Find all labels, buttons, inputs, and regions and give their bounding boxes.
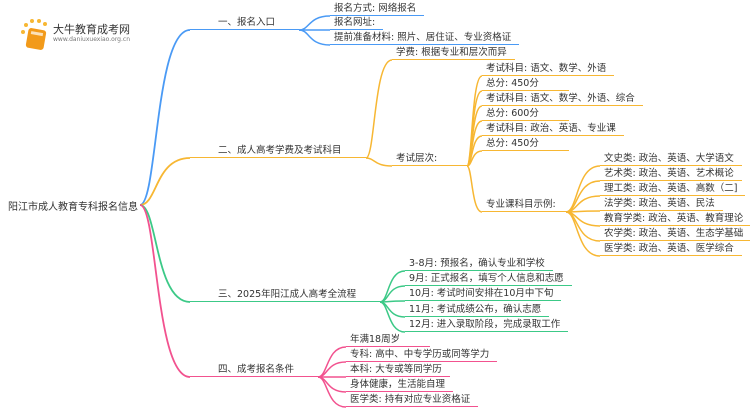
link-line bbox=[379, 285, 406, 303]
book-logo-icon bbox=[21, 19, 47, 50]
list-item[interactable]: 专科: 高中、中专学历或同等学力 bbox=[346, 348, 498, 362]
logo: 大牛教育成考网 www.daniuxuexiao.org.cn bbox=[18, 18, 130, 56]
list-item[interactable]: 提前准备材料: 照片、居住证、专业资格证 bbox=[330, 31, 520, 45]
list-item[interactable]: 艺术类: 政治、英语、艺术概论 bbox=[600, 167, 742, 181]
branch-registration-entry[interactable]: 一、报名入口 bbox=[190, 16, 300, 30]
link-line bbox=[317, 376, 347, 408]
list-item[interactable]: 身体健康，生活能自理 bbox=[346, 378, 454, 392]
list-item[interactable]: 总分: 600分 bbox=[482, 107, 569, 121]
link-line bbox=[139, 204, 191, 378]
list-item[interactable]: 本科: 大专或等同学历 bbox=[346, 363, 450, 377]
list-item[interactable]: 报名方式: 网络报名 bbox=[330, 2, 425, 16]
logo-url: www.daniuxuexiao.org.cn bbox=[53, 36, 130, 43]
link-line bbox=[365, 157, 393, 167]
fee-node[interactable]: 学费: 根据专业和层次而异 bbox=[392, 46, 515, 60]
list-item[interactable]: 总分: 450分 bbox=[482, 137, 569, 151]
list-item[interactable]: 医学类: 政治、英语、医学综合 bbox=[600, 242, 742, 256]
branch-fees-and-subjects[interactable]: 二、成人高考学费及考试科目 bbox=[190, 144, 366, 158]
subject-examples-node[interactable]: 专业课科目示例: bbox=[482, 198, 566, 212]
link-line bbox=[139, 29, 191, 206]
exam-levels-node[interactable]: 考试层次: bbox=[392, 152, 468, 166]
list-item[interactable]: 考试科目: 政治、英语、专业课 bbox=[482, 122, 624, 136]
root-node: 阳江市成人教育专科报名信息 bbox=[8, 202, 138, 213]
list-item[interactable]: 理工类: 政治、英语、高数（二] bbox=[600, 182, 746, 196]
link-line bbox=[298, 15, 331, 31]
link-line bbox=[466, 165, 483, 213]
link-line bbox=[317, 361, 347, 378]
list-item[interactable]: 医学类: 持有对应专业资格证 bbox=[346, 393, 479, 407]
link-line bbox=[365, 59, 393, 159]
list-item[interactable]: 12月: 进入录取阶段，完成录取工作 bbox=[405, 318, 569, 332]
list-item[interactable]: 考试科目: 语文、数学、外语 bbox=[482, 62, 615, 76]
branch-eligibility[interactable]: 四、成考报名条件 bbox=[190, 363, 319, 377]
logo-name: 大牛教育成考网 bbox=[53, 23, 130, 36]
link-line bbox=[466, 150, 483, 167]
list-item[interactable]: 11月: 考试成绩公布，确认志愿 bbox=[405, 303, 550, 317]
list-item[interactable]: 教育学类: 政治、英语、教育理论 bbox=[600, 212, 750, 226]
list-item[interactable]: 总分: 450分 bbox=[482, 77, 569, 91]
link-line bbox=[379, 301, 406, 333]
list-item[interactable]: 报名网址: bbox=[330, 16, 384, 30]
list-item[interactable]: 9月: 正式报名，填写个人信息和志愿 bbox=[405, 272, 572, 286]
branch-2025-process[interactable]: 三、2025年阳江成人高考全流程 bbox=[190, 288, 381, 302]
list-item[interactable]: 文史类: 政治、英语、大学语文 bbox=[600, 152, 742, 166]
link-line bbox=[139, 157, 191, 206]
list-item[interactable]: 3-8月: 预报名，确认专业和学校 bbox=[405, 257, 553, 271]
link-line bbox=[298, 29, 331, 46]
list-item[interactable]: 年满18周岁 bbox=[346, 333, 431, 347]
list-item[interactable]: 法学类: 政治、英语、民法 bbox=[600, 197, 723, 211]
list-item[interactable]: 考试科目: 语文、数学、外语、综合 bbox=[482, 92, 643, 106]
link-line bbox=[139, 204, 191, 303]
list-item[interactable]: 10月: 考试时间安排在10月中下旬 bbox=[405, 287, 562, 301]
link-line bbox=[565, 211, 601, 257]
list-item[interactable]: 农学类: 政治、英语、生态学基础 bbox=[600, 227, 750, 241]
